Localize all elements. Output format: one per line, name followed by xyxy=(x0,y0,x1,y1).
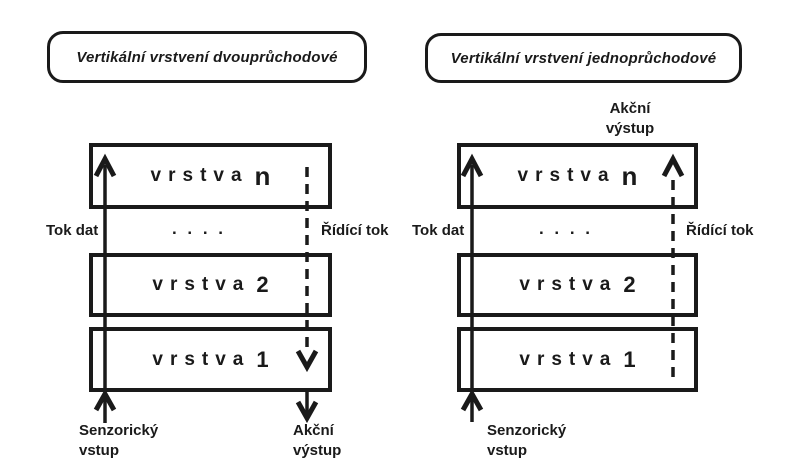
layer-index: 2 xyxy=(623,272,636,297)
control-flow-label: Řídící tok xyxy=(686,222,754,239)
layers-ellipsis: . . . . xyxy=(171,219,227,238)
action-output-label: Akční výstup xyxy=(605,100,655,137)
data-flow-label: Tok dat xyxy=(46,222,99,239)
data-flow-label: Tok dat xyxy=(412,222,465,239)
title-box-single-pass: Vertikální vrstvení jednoprůchodové xyxy=(425,33,742,83)
layer-index: n xyxy=(621,161,638,191)
layer-index: 2 xyxy=(256,272,269,297)
title-box-two-pass: Vertikální vrstvení dvouprůchodové xyxy=(47,31,367,83)
action-output-label: Akční výstup xyxy=(293,422,342,459)
layer-box-1: vrstva 1 xyxy=(457,327,698,392)
layer-label: vrstva xyxy=(517,165,616,186)
layer-index: 1 xyxy=(256,346,269,372)
layer-label: vrstva xyxy=(152,274,251,295)
layer-box-n: vrstva n xyxy=(89,143,332,209)
control-flow-label: Řídící tok xyxy=(321,222,389,239)
layer-label: vrstva xyxy=(150,165,249,186)
layer-index: 1 xyxy=(623,346,636,372)
layers-ellipsis: . . . . xyxy=(538,219,594,238)
sensor-input-label: Senzorický vstup xyxy=(487,422,567,459)
layer-index: n xyxy=(254,161,271,191)
diagram-title: Vertikální vrstvení dvouprůchodové xyxy=(76,48,338,66)
layer-label: vrstva xyxy=(519,274,618,295)
layer-label: vrstva xyxy=(152,348,251,370)
layer-box-1: vrstva 1 xyxy=(89,327,332,392)
layer-box-2: vrstva 2 xyxy=(89,253,332,317)
layer-label: vrstva xyxy=(519,348,618,370)
diagram-title: Vertikální vrstvení jednoprůchodové xyxy=(450,49,717,67)
sensor-input-up-arrow-icon xyxy=(460,388,484,412)
layer-box-n: vrstva n xyxy=(457,143,698,209)
sensor-input-label: Senzorický vstup xyxy=(79,422,159,459)
layer-box-2: vrstva 2 xyxy=(457,253,698,317)
